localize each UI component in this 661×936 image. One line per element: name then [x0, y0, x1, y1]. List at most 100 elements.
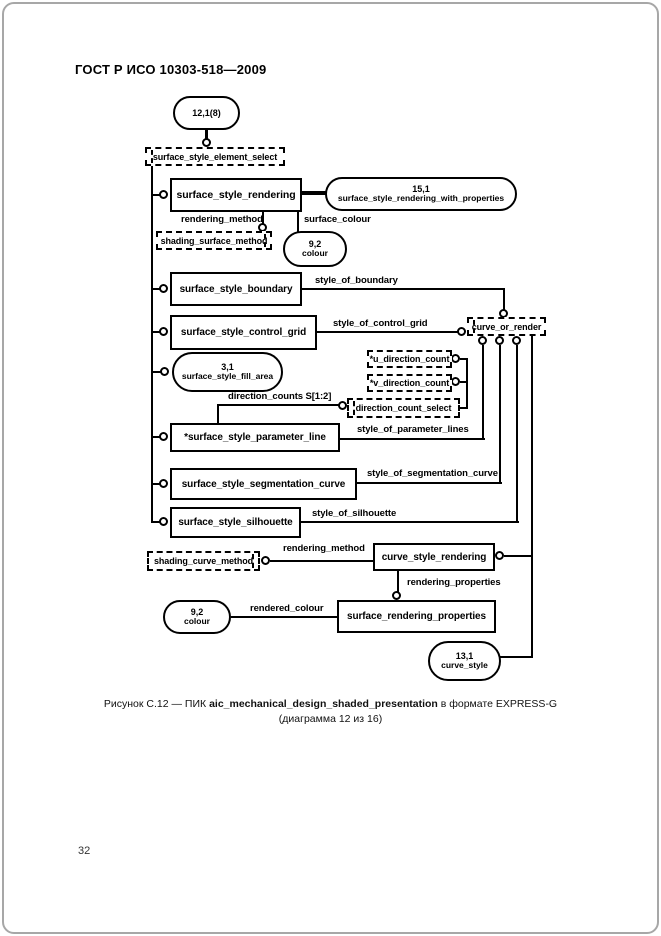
attr-label-rendered-colour: rendered_colour: [250, 603, 324, 614]
type-label: surface_style_element_select: [152, 151, 278, 162]
connector-circle: [159, 327, 168, 336]
spine-branch-fill-area: [151, 371, 162, 373]
attr-label-style-of-control-grid: style_of_control_grid: [333, 318, 428, 329]
select-type-mark: [473, 320, 475, 333]
page-ref-oval-colour-bottom: 9,2 colour: [163, 600, 231, 634]
spine-branch-segmentation-curve: [151, 483, 160, 485]
entity-surface-style-boundary: surface_style_boundary: [170, 272, 302, 306]
edge-v-count-stub: [460, 381, 468, 383]
edge-pageref-to-select: [205, 128, 208, 139]
select-type-direction-count-select: direction_count_select: [347, 398, 460, 418]
edge-curve-or-render-members-v: [531, 336, 533, 658]
edge-rendering-method: [262, 212, 264, 224]
spine-branch-control-grid: [151, 331, 160, 333]
connector-circle: [451, 377, 460, 386]
entity-surface-style-segmentation-curve: surface_style_segmentation_curve: [170, 468, 357, 500]
edge-style-of-control-grid: [317, 331, 458, 333]
connector-circle: [392, 591, 401, 600]
page-ref-number: 9,2: [190, 606, 204, 617]
entity-curve-style-rendering: curve_style_rendering: [373, 543, 495, 571]
enum-type-shading-curve-method: shading_curve_method: [147, 551, 260, 571]
entity-surface-style-parameter-line: *surface_style_parameter_line: [170, 423, 340, 452]
connector-circle: [202, 138, 211, 147]
connector-circle: [512, 336, 521, 345]
figure-caption-line2: (диаграмма 12 из 16): [278, 713, 383, 725]
edge-rendering-method-bottom: [270, 560, 374, 562]
enum-type-mark: [252, 554, 254, 568]
entity-surface-style-rendering: surface_style_rendering: [170, 178, 302, 212]
select-type-curve-or-render: curve_or_render: [467, 317, 546, 336]
attr-label-rendering-properties: rendering_properties: [407, 577, 501, 588]
attr-label-style-of-silhouette: style_of_silhouette: [312, 508, 397, 519]
caption-prefix: Рисунок С.12 — ПИК: [103, 698, 210, 710]
edge-style-of-parameter-lines-v: [482, 345, 484, 440]
page-ref-text: colour: [184, 616, 210, 627]
type-label: curve_or_render: [471, 321, 542, 332]
attr-label-style-of-boundary: style_of_boundary: [315, 275, 398, 286]
type-label: direction_count_select: [355, 403, 452, 413]
page-ref-text: curve_style: [441, 660, 488, 671]
attr-label-surface-colour: surface_colour: [304, 214, 371, 225]
edge-count-bracket-v: [466, 358, 468, 409]
caption-entity-name: aic_mechanical_design_shaded_presentatio…: [209, 698, 438, 710]
spine-branch-rendering: [151, 194, 160, 196]
connector-circle: [457, 327, 466, 336]
edge-rendered-colour: [231, 616, 337, 618]
edge-direction-counts-h: [217, 404, 339, 406]
page-ref-oval-top: 12,1(8): [173, 96, 240, 130]
page-ref-number: 15,1: [412, 183, 430, 194]
entity-surface-style-silhouette: surface_style_silhouette: [170, 507, 301, 538]
connector-circle: [338, 401, 347, 410]
figure-caption: Рисунок С.12 — ПИК aic_mechanical_design…: [0, 698, 661, 710]
entity-surface-rendering-properties: surface_rendering_properties: [337, 600, 496, 633]
page-ref-oval-fill-area: 3,1 surface_style_fill_area: [172, 352, 283, 392]
page-number: 32: [78, 845, 91, 857]
entity-label: surface_style_segmentation_curve: [181, 478, 346, 490]
edge-rendering-to-pageref: [302, 191, 327, 195]
edge-style-of-boundary-v: [503, 288, 505, 310]
edge-rendering-properties: [397, 571, 399, 592]
select-member-spine: [151, 165, 153, 523]
connector-circle: [159, 517, 168, 526]
page-ref-number: 9,2: [308, 238, 322, 249]
select-type-mark: [353, 401, 355, 415]
page-ref-text: colour: [302, 248, 328, 259]
document-header: ГОСТ Р ИСО 10303-518—2009: [75, 62, 267, 77]
type-label: shading_curve_method: [153, 556, 254, 566]
page-ref-number: 13,1: [455, 650, 474, 661]
spine-branch-boundary: [151, 288, 160, 290]
entity-label: surface_rendering_properties: [347, 611, 486, 622]
connector-circle: [159, 479, 168, 488]
enum-type-mark: [264, 234, 266, 247]
edge-surface-colour: [297, 212, 299, 235]
spine-branch-silhouette: [151, 521, 160, 523]
connector-circle: [261, 556, 270, 565]
edge-style-of-segmentation-curve-v: [499, 345, 501, 484]
enum-type-shading-surface-method: shading_surface_method: [156, 231, 272, 250]
edge-u-count-stub: [460, 358, 468, 360]
edge-member-curve-style-rendering: [504, 555, 533, 557]
attr-label-rendering-method-bottom: rendering_method: [283, 543, 365, 554]
caption-suffix: в формате EXPRESS-G: [437, 698, 558, 710]
page-ref-text: surface_style_fill_area: [181, 371, 274, 382]
entity-label: surface_style_rendering: [176, 189, 296, 201]
defined-type-v-direction-count: *v_direction_count: [367, 374, 452, 392]
connector-circle: [159, 190, 168, 199]
connector-circle: [478, 336, 487, 345]
edge-style-of-segmentation-curve-h: [357, 482, 502, 484]
connector-circle: [495, 336, 504, 345]
type-label: *u_direction_count: [369, 354, 450, 364]
edge-count-bracket-h: [460, 407, 468, 409]
attr-label-direction-counts: direction_counts S[1:2]: [228, 391, 332, 402]
type-label: *v_direction_count: [369, 378, 450, 388]
edge-member-curve-style: [497, 656, 533, 658]
defined-type-u-direction-count: *u_direction_count: [367, 350, 452, 368]
page-ref-oval-colour-top: 9,2 colour: [283, 231, 347, 267]
attr-label-style-of-segmentation-curve: style_of_segmentation_curve: [367, 468, 498, 479]
page-ref-oval-rendering-with-properties: 15,1 surface_style_rendering_with_proper…: [325, 177, 517, 211]
connector-circle: [160, 367, 169, 376]
entity-label: surface_style_boundary: [179, 283, 293, 295]
edge-direction-counts-v: [217, 405, 219, 423]
connector-circle: [159, 432, 168, 441]
